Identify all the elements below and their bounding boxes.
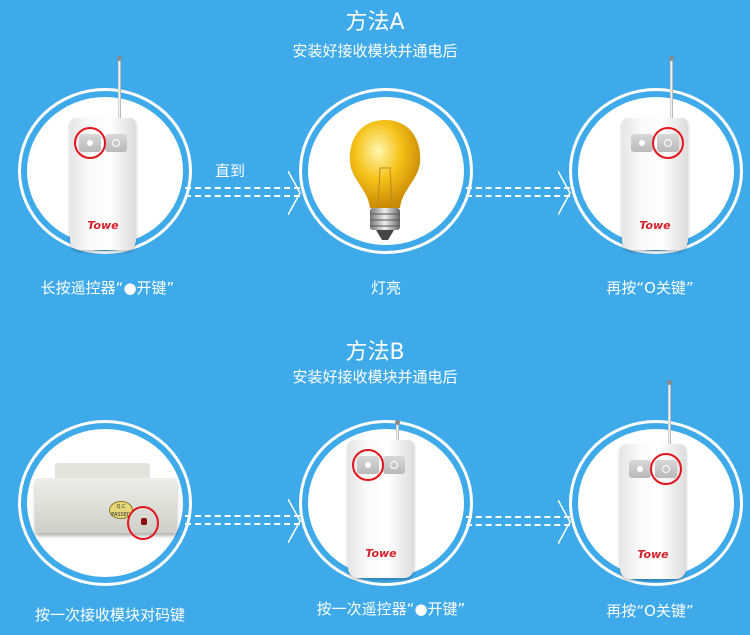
arrow-right [466, 500, 571, 544]
method-b-subtitle: 安装好接收模块并通电后 [292, 368, 458, 386]
off-button [105, 134, 127, 152]
method-a-subtitle: 安装好接收模块并通电后 [292, 42, 458, 60]
receiver-module: Q.C PASSED [35, 463, 177, 540]
highlight-circle [127, 506, 159, 540]
highlight-circle [652, 127, 684, 159]
antenna [669, 56, 674, 118]
method-b-title: 方法B [345, 340, 405, 365]
brand-logo: Towe [637, 548, 669, 561]
antenna [117, 56, 122, 118]
on-button [631, 134, 653, 152]
highlight-circle [74, 127, 106, 159]
arrow-right [466, 171, 571, 215]
step-caption: 再按“O关键” [606, 602, 694, 620]
remote-control: Towe [70, 56, 136, 250]
remote-control: Towe [348, 420, 414, 578]
step-caption: 按一次遥控器“●开键” [316, 600, 466, 618]
arrow-label: 直到 [215, 162, 246, 180]
antenna [667, 380, 672, 444]
brand-logo: Towe [639, 219, 671, 232]
on-button [629, 460, 651, 478]
highlight-circle [650, 453, 682, 485]
off-button [383, 456, 405, 474]
brand-logo: Towe [87, 219, 119, 232]
antenna [395, 420, 400, 440]
arrow-right [185, 171, 301, 215]
step-caption: 长按遥控器“●开键” [40, 279, 175, 297]
remote-control: Towe [622, 56, 688, 250]
light-bulb-icon [349, 120, 421, 240]
step-caption: 再按“O关键” [606, 279, 694, 297]
highlight-circle [352, 449, 384, 481]
brand-logo: Towe [365, 547, 397, 560]
method-a-title: 方法A [345, 10, 405, 35]
step-caption: 按一次接收模块对码键 [34, 606, 185, 624]
remote-control: Towe [620, 380, 686, 579]
arrow-right [185, 499, 301, 543]
step-caption: 灯亮 [370, 279, 401, 297]
